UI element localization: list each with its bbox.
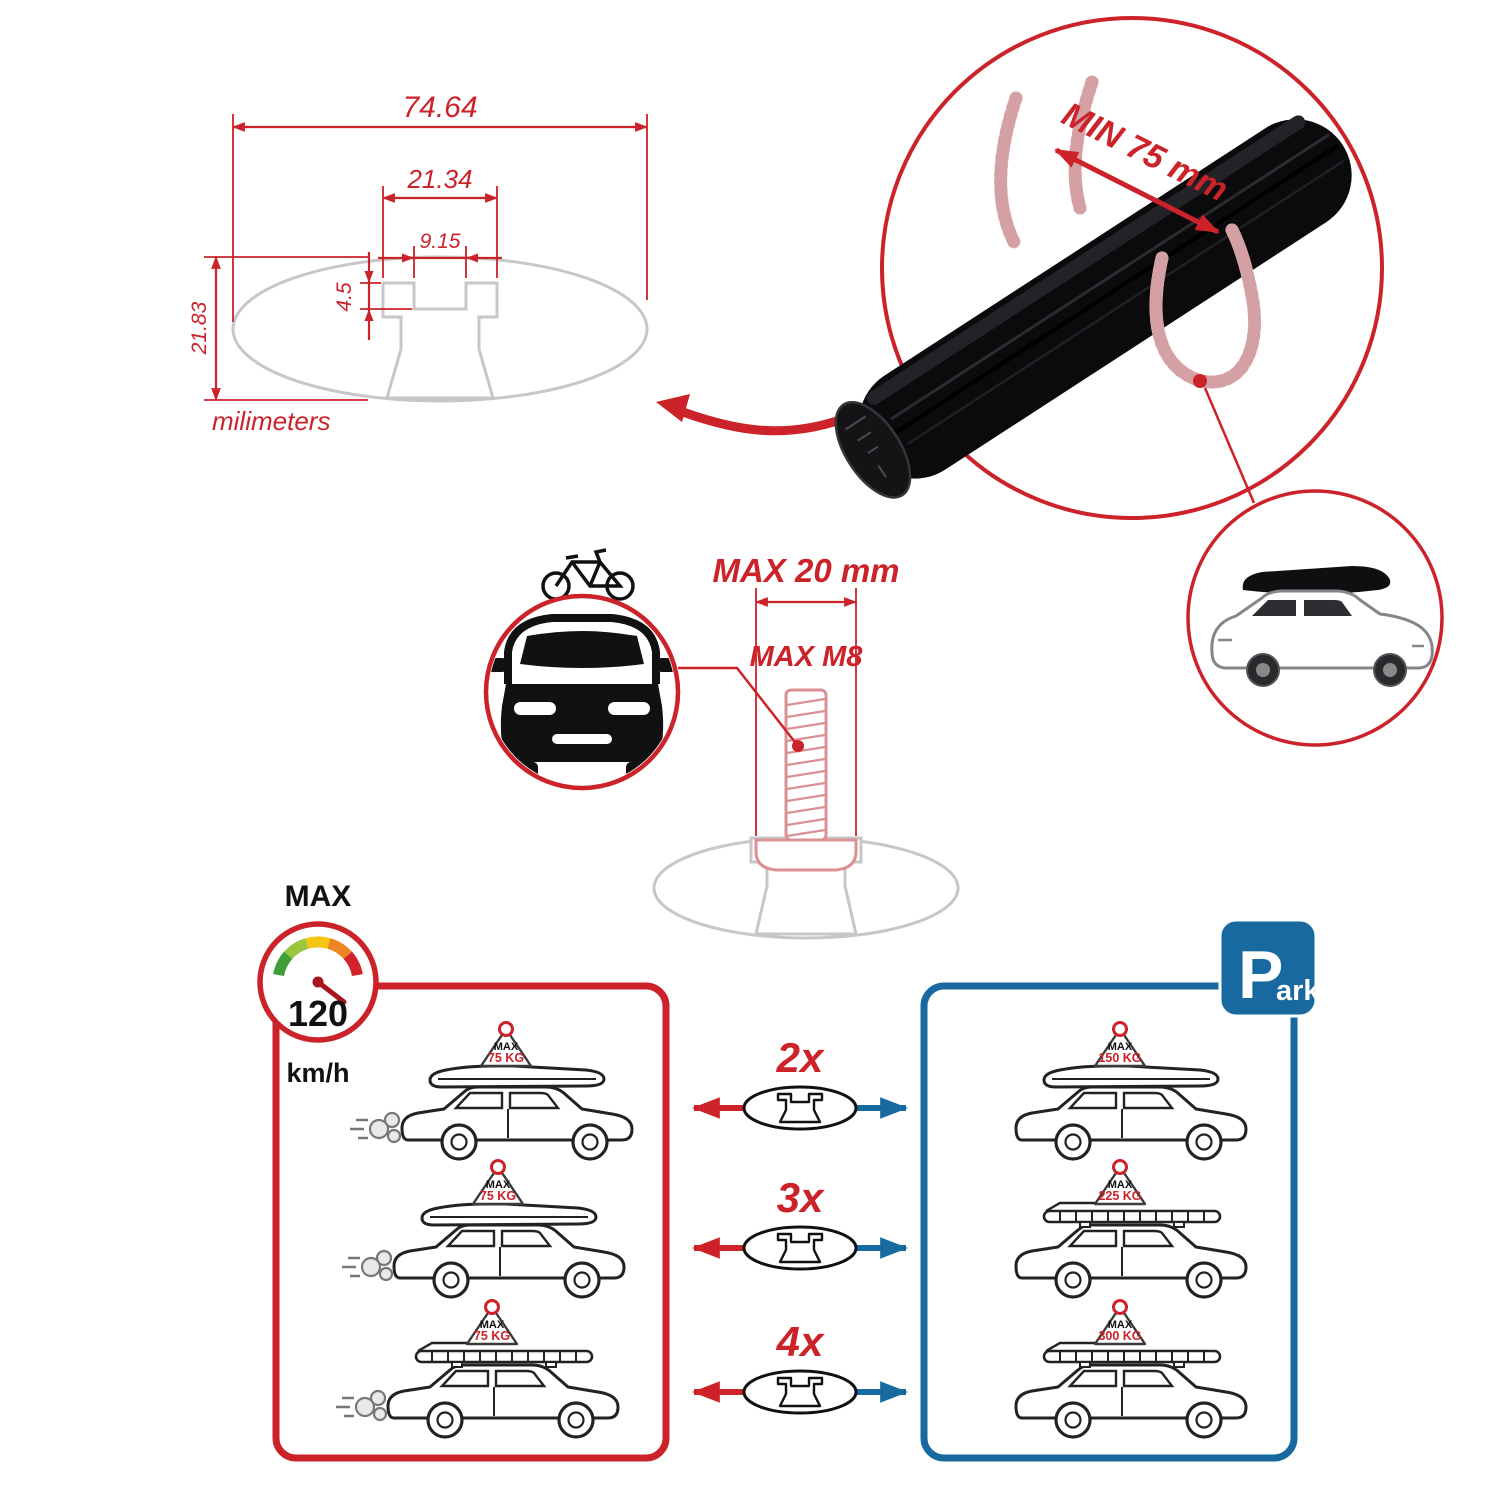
gauge-arc (273, 936, 363, 977)
driving-car-1: MAX 75 KG (348, 1021, 634, 1161)
cross-section-drawing: 74.64 21.34 9.15 4.5 21.83 milimeters (188, 91, 842, 436)
bar-profile-oval (742, 1369, 858, 1415)
profile-t-slot (381, 281, 499, 400)
speed-value: 120 (288, 993, 348, 1034)
bar-profile-oval (742, 1225, 858, 1271)
bar-count-row-2: 3x (691, 1174, 909, 1271)
svg-text:75 KG: 75 KG (474, 1329, 510, 1343)
svg-text:MAX: MAX (486, 1179, 511, 1191)
svg-text:300 KG: 300 KG (1098, 1329, 1141, 1343)
svg-text:MAX: MAX (1108, 1319, 1133, 1331)
driving-car-2: MAX 75 KG (340, 1159, 626, 1299)
bolt-pointer-line (678, 666, 799, 747)
suv-rooftop-circle (1186, 489, 1444, 747)
pointer-arrow-to-profile (670, 403, 842, 436)
clamp-point-dot (1193, 374, 1207, 388)
units-label: milimeters (212, 406, 330, 436)
bolt-pointer-dot (792, 740, 804, 752)
speed-max-label: MAX (285, 880, 352, 913)
park-suffix: ark (1276, 975, 1320, 1007)
bar-count-label: 4x (776, 1318, 825, 1365)
load-badge: MAX 150 KG (1093, 1021, 1147, 1068)
dim-total-width: 74.64 (402, 91, 477, 124)
load-badge: MAX 75 KG (471, 1159, 525, 1206)
svg-text:MAX: MAX (1108, 1041, 1133, 1053)
speed-unit: km/h (286, 1058, 349, 1088)
car-front-circle (483, 548, 681, 791)
bolt-threads (786, 697, 826, 838)
park-letter: P (1238, 937, 1283, 1013)
svg-text:MAX: MAX (480, 1319, 505, 1331)
bar-count-label: 3x (777, 1174, 825, 1221)
bolt-diagram: MAX 20 mm MAX M8 (652, 552, 960, 940)
parked-car-2: MAX 225 KG (1014, 1159, 1248, 1299)
svg-text:225 KG: 225 KG (1098, 1189, 1141, 1203)
load-badge: MAX 75 KG (479, 1021, 533, 1068)
bicycle-icon (541, 548, 635, 601)
park-sign: P ark (1218, 918, 1320, 1018)
speed-limit-gauge: MAX 120 km/h (257, 880, 379, 1088)
crossbar-detail-circle: MIN 75 mm (834, 16, 1384, 520)
load-badge: MAX 300 KG (1093, 1299, 1147, 1346)
bolt-head (754, 838, 858, 872)
dim-lip-depth: 4.5 (333, 282, 356, 312)
parked-car-3: MAX 300 KG (1014, 1299, 1248, 1439)
bolt-max-width-label: MAX 20 mm (712, 552, 899, 589)
connector-line (1203, 387, 1256, 504)
bar-count-row-3: 4x (691, 1318, 909, 1415)
svg-text:75 KG: 75 KG (480, 1189, 516, 1203)
dim-slot-inner: 9.15 (420, 230, 461, 253)
min-span-arrow (1054, 147, 1220, 235)
driving-car-3: MAX 75 KG (334, 1299, 620, 1439)
parked-car-1: MAX 150 KG (1014, 1021, 1248, 1161)
bar-count-label: 2x (776, 1034, 825, 1081)
svg-text:150 KG: 150 KG (1098, 1051, 1141, 1065)
bar-count-row-1: 2x (691, 1034, 909, 1131)
svg-text:MAX: MAX (1108, 1179, 1133, 1191)
bolt-max-thread-label: MAX M8 (750, 641, 864, 673)
load-badge: MAX 75 KG (465, 1299, 519, 1346)
dim-slot-outer: 21.34 (406, 164, 472, 194)
dim-total-height: 21.83 (188, 301, 211, 355)
bar-profile-oval (742, 1085, 858, 1131)
roof-box-icon (1242, 566, 1391, 594)
load-badge: MAX 225 KG (1093, 1159, 1147, 1206)
svg-text:75 KG: 75 KG (488, 1051, 524, 1065)
svg-text:MAX: MAX (494, 1041, 519, 1053)
u-bolt-front (1149, 223, 1262, 389)
